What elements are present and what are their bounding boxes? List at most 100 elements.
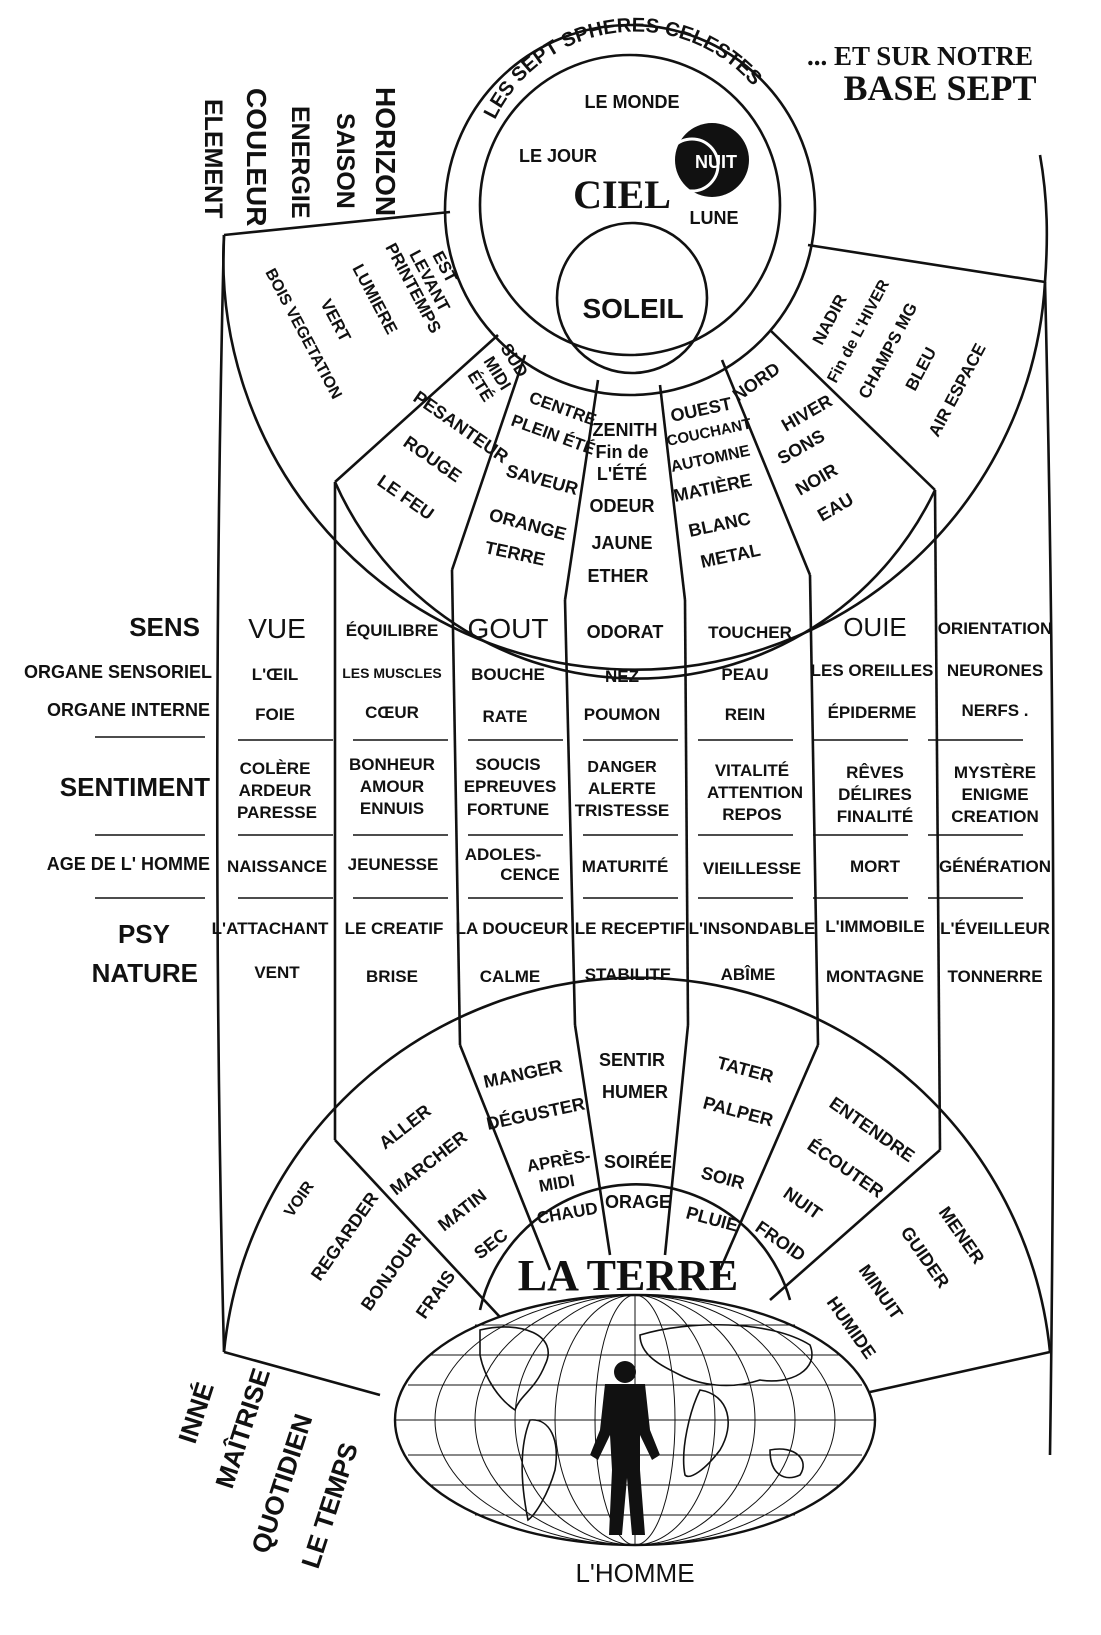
bottom-divider-3 bbox=[573, 1024, 612, 1256]
cell-sens: TOUCHER bbox=[708, 623, 792, 642]
bsector6-line-3: ÉCOUTER bbox=[804, 1134, 888, 1202]
bsector7-line-0: MENER bbox=[935, 1203, 989, 1268]
bottom-outer-arc bbox=[222, 976, 1052, 1353]
cell-psy: LE RECEPTIF bbox=[575, 919, 686, 938]
sector-zenith-line-2: L'ÉTÉ bbox=[597, 463, 647, 484]
earth-title: LA TERRE bbox=[518, 1251, 739, 1300]
cell-age: JEUNESSE bbox=[348, 855, 439, 874]
sector-north-line-4: EAU bbox=[814, 489, 857, 525]
top-sector-centre: CENTRE PLEIN ÉTÉ SAVEUR ORANGE TERRE bbox=[483, 388, 599, 570]
cell-organe-interne: NERFS . bbox=[961, 701, 1028, 720]
cell-psy: L'ATTACHANT bbox=[212, 919, 329, 938]
bsector1-line-2: BONJOUR bbox=[357, 1229, 425, 1314]
cell-sentiment-3: FORTUNE bbox=[467, 800, 549, 819]
cell-sentiment-2: ALERTE bbox=[588, 779, 656, 798]
fan-top-left-border bbox=[223, 210, 451, 237]
cell-psy: L'INSONDABLE bbox=[689, 919, 816, 938]
bottom-divider-6 bbox=[769, 1149, 941, 1301]
cell-nature: CALME bbox=[480, 967, 540, 986]
sector-north-line-0: NORD bbox=[729, 358, 784, 405]
row-label-nature: NATURE bbox=[92, 958, 198, 988]
bottom-sector-5: TATER PALPER SOIR PLUIE bbox=[684, 1053, 776, 1236]
cell-sentiment-3: ENNUIS bbox=[360, 799, 424, 818]
sector-zenith-line-0: ZENITH bbox=[593, 420, 658, 440]
bsector1-line-0: VOIR bbox=[281, 1178, 318, 1220]
fan-divider-1 bbox=[334, 334, 499, 483]
fan-divider-5 bbox=[720, 359, 812, 576]
cell-sentiment-2: DÉLIRES bbox=[838, 785, 912, 804]
label-element: ELEMENT bbox=[199, 99, 227, 218]
table-grid bbox=[95, 234, 1055, 1456]
cell-age: NAISSANCE bbox=[227, 857, 327, 876]
fan-outer-arc bbox=[222, 234, 1047, 671]
fan-right-edge bbox=[1038, 154, 1049, 283]
cell-nature: VENT bbox=[254, 963, 300, 982]
sector-north-line-2: SONS bbox=[774, 426, 828, 469]
cell-age: VIEILLESSE bbox=[703, 859, 801, 878]
bsector4-line-0: SENTIR bbox=[599, 1050, 665, 1070]
cell-organe-interne: RATE bbox=[482, 707, 527, 726]
bottom-divider-5 bbox=[718, 1044, 820, 1271]
cell-sentiment-2: AMOUR bbox=[360, 777, 424, 796]
col-line-0 bbox=[215, 234, 226, 1353]
cell-psy: L'ÉVEILLEUR bbox=[940, 919, 1050, 938]
col-line-5 bbox=[808, 574, 820, 1046]
bottom-right-border bbox=[869, 1350, 1051, 1394]
cell-sentiment-1: MYSTÈRE bbox=[954, 763, 1036, 782]
cell-nature: MONTAGNE bbox=[826, 967, 924, 986]
bsector4-line-1: HUMER bbox=[602, 1082, 668, 1102]
label-maitrise: MAÎTRISE bbox=[209, 1364, 276, 1491]
bottom-divider-1 bbox=[334, 1139, 513, 1331]
row-label-sens: SENS bbox=[129, 612, 200, 642]
table-column-3: GOUT BOUCHE RATE SOUCIS EPREUVES FORTUNE… bbox=[456, 613, 569, 986]
sector-south-line-5: LE FEU bbox=[374, 471, 438, 524]
label-soleil: SOLEIL bbox=[582, 293, 683, 324]
cell-sens: ÉQUILIBRE bbox=[346, 621, 439, 640]
cell-organe-interne: POUMON bbox=[584, 705, 661, 724]
row-label-organe-sensoriel: ORGANE SENSORIEL bbox=[24, 662, 212, 682]
sector-east-line-3: LUMIERE bbox=[348, 261, 401, 337]
cell-sentiment-1: VITALITÉ bbox=[715, 761, 789, 780]
cell-organe-sensoriel: NEZ bbox=[605, 667, 639, 686]
fan-top-right-border bbox=[807, 243, 1046, 284]
sector-west-line-4: BLANC bbox=[687, 508, 753, 541]
cell-organe-interne: FOIE bbox=[255, 705, 295, 724]
bsector7-line-2: MINUIT bbox=[855, 1261, 907, 1323]
row-label-psy: PSY bbox=[118, 919, 170, 949]
sector-west-line-5: METAL bbox=[699, 540, 762, 572]
label-horizon: HORIZON bbox=[370, 87, 401, 216]
bsector4-line-3: ORAGE bbox=[605, 1192, 671, 1212]
cell-sentiment-1: RÊVES bbox=[846, 763, 904, 782]
row-label-sentiment: SENTIMENT bbox=[60, 772, 210, 802]
bsector3-line-1: DÉGUSTER bbox=[484, 1093, 586, 1134]
bsector5-line-3: PLUIE bbox=[684, 1203, 740, 1236]
sky-spheres: LES SEPT SPHERES CELESTES LE MONDE LE JO… bbox=[443, 14, 817, 397]
sector-north-line-3: NOIR bbox=[792, 460, 841, 500]
sector-centre-line-3: ORANGE bbox=[487, 505, 568, 545]
cell-sentiment-2: EPREUVES bbox=[464, 777, 557, 796]
table-column-2: ÉQUILIBRE LES MUSCLES CŒUR BONHEUR AMOUR… bbox=[342, 621, 443, 986]
moon-crescent-line bbox=[664, 137, 720, 193]
row-label-organe-interne: ORGANE INTERNE bbox=[47, 700, 210, 720]
cell-sentiment-3: CREATION bbox=[951, 807, 1039, 826]
col-line-7 bbox=[1043, 281, 1055, 1456]
bottom-sector-6: NUIT FROID ENTENDRE ÉCOUTER bbox=[752, 1093, 919, 1266]
label-saison: SAISON bbox=[331, 113, 359, 209]
cell-nature: TONNERRE bbox=[947, 967, 1042, 986]
sector-east-line-4: VERT bbox=[316, 296, 354, 345]
top-rotated-labels: HORIZON SAISON ENERGIE COULEUR ELEMENT bbox=[199, 87, 401, 226]
bsector5-line-2: SOIR bbox=[699, 1163, 747, 1194]
bottom-sector-1: VOIR REGARDER BONJOUR FRAIS bbox=[281, 1178, 459, 1322]
cell-organe-interne: CŒUR bbox=[365, 703, 419, 722]
earth-globe: LA TERRE L'HOMME bbox=[393, 1251, 877, 1588]
cell-sentiment-3: REPOS bbox=[722, 805, 782, 824]
label-nuit: NUIT bbox=[695, 152, 737, 172]
cell-psy: L'IMMOBILE bbox=[825, 917, 924, 936]
cell-organe-sensoriel: PEAU bbox=[721, 665, 768, 684]
sky-outer-circle bbox=[443, 23, 817, 397]
cell-sens: ORIENTATION bbox=[938, 619, 1053, 638]
header-line1: ... ET SUR NOTRE bbox=[807, 41, 1033, 71]
sector-centre-line-2: SAVEUR bbox=[504, 461, 580, 499]
cell-sentiment-2: ATTENTION bbox=[707, 783, 803, 802]
bsector5-line-1: PALPER bbox=[701, 1093, 775, 1131]
